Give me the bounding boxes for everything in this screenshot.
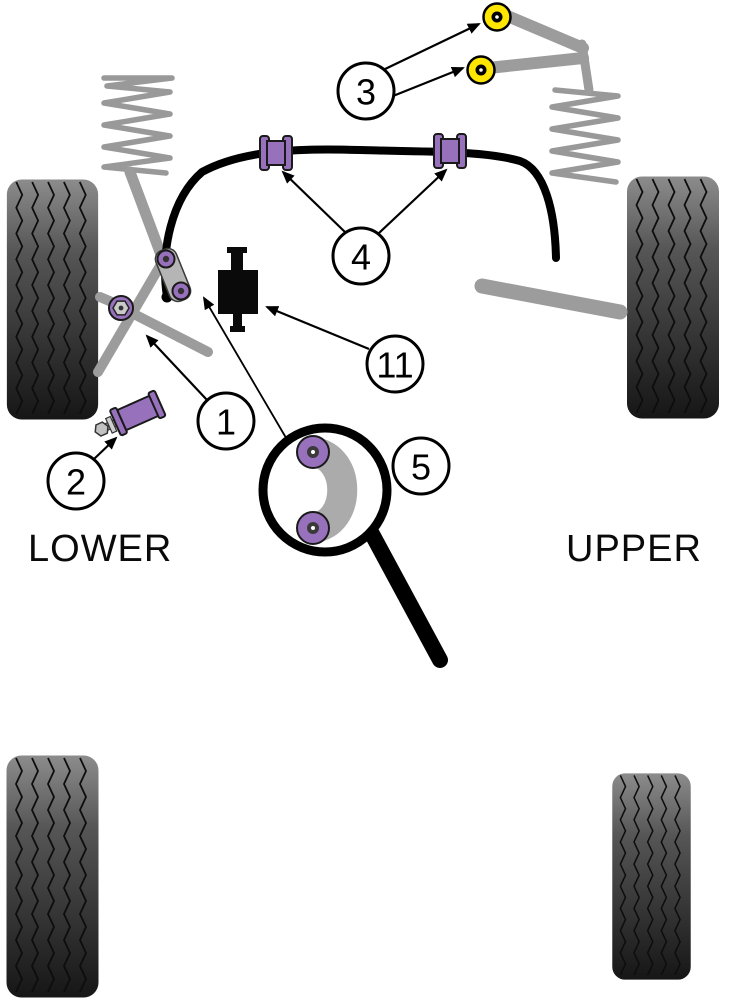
callout-5-label: 5	[411, 447, 431, 488]
tire-rear-left	[7, 756, 99, 998]
lower-arm-pivot-bushing	[108, 295, 134, 321]
callout-arrows	[93, 23, 481, 460]
mount-top-cap	[227, 247, 247, 253]
callouts: 3 4 11 1 2 5	[46, 61, 451, 511]
mount-body	[218, 270, 258, 314]
bushing-core	[162, 255, 170, 263]
bushing-pin	[495, 15, 499, 19]
engine-mount-part	[218, 247, 258, 332]
anti-roll-bar-bushing-right	[433, 133, 467, 169]
bushing-pin	[311, 450, 315, 454]
bushing-waist	[440, 138, 460, 164]
coil-spring-right	[549, 87, 621, 185]
strut-left	[124, 166, 169, 266]
callout-11-circle	[365, 334, 425, 394]
bushing-pin	[311, 526, 315, 530]
callout-4-label: 4	[351, 237, 371, 278]
arrow-4-to-right-bushing	[378, 168, 448, 234]
strut-right-top	[577, 39, 594, 95]
mount-top-stud	[231, 252, 243, 272]
magnifier-handle	[364, 526, 448, 668]
inner-track-rod-bushing-part	[94, 389, 167, 437]
arm-left-lower	[121, 305, 213, 357]
top-mount-bushings	[466, 2, 512, 85]
arrow-4-to-left-bushing	[281, 170, 346, 233]
callout-3-circle	[336, 61, 396, 121]
magnifier-pointer-line	[202, 296, 293, 449]
dogbone-bracket	[154, 247, 192, 303]
pivot-center	[118, 305, 124, 311]
callout-3-label: 3	[356, 72, 376, 113]
drop-link-lower	[482, 52, 589, 74]
coil-spring-left	[101, 75, 175, 176]
arm-left-diagonal	[93, 261, 165, 377]
control-arm-right	[474, 278, 628, 320]
bushing-pin	[479, 68, 483, 72]
callout-1-label: 1	[216, 402, 236, 443]
tire-front-left	[7, 179, 98, 419]
drop-link-upper	[499, 9, 589, 54]
arrow-1-to-pivot	[145, 334, 208, 401]
arrow-2-to-cylinder	[93, 436, 118, 460]
arrow-11-to-mount	[265, 305, 370, 351]
callout-4-circle	[331, 226, 391, 286]
bolt-hex-head	[94, 421, 109, 437]
mount-bottom-stud	[233, 314, 242, 326]
tire-front-right	[627, 177, 719, 419]
callout-2-label: 2	[66, 462, 86, 503]
label-upper: UPPER	[566, 528, 702, 570]
bushing-core	[177, 287, 185, 295]
magnifying-glass	[258, 423, 448, 668]
magnifier-lens	[258, 423, 392, 557]
callout-5-circle	[391, 436, 451, 496]
anti-roll-bar	[161, 145, 560, 301]
callout-2-circle	[46, 451, 106, 511]
callout-11-label: 11	[376, 345, 413, 386]
callout-1-circle	[196, 391, 256, 451]
anti-roll-bar-bushing-left	[259, 135, 293, 171]
bushing-waist	[266, 140, 286, 166]
tire-rear-right	[612, 773, 690, 979]
suspension-arms	[93, 9, 628, 377]
arrow-3-to-top-bushing	[382, 23, 481, 71]
mount-bottom-nut	[230, 326, 245, 332]
label-lower: LOWER	[28, 528, 172, 570]
arrow-3-to-lower-bushing	[392, 66, 465, 98]
washer	[104, 415, 118, 434]
bushing-flange-right	[147, 389, 167, 420]
